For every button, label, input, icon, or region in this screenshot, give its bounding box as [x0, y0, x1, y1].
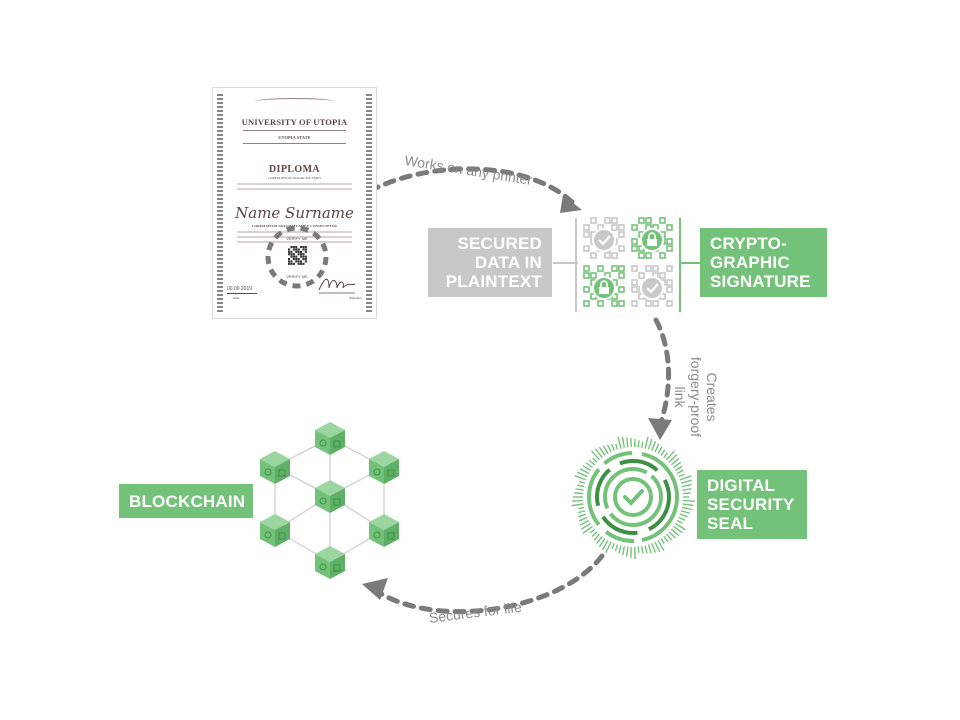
diploma-rule — [243, 130, 346, 131]
secured-data-label: SECURED DATA IN PLAINTEXT — [428, 228, 552, 297]
block-cube — [315, 480, 345, 513]
diploma-date-rule — [227, 293, 257, 294]
security-seal-graphic — [571, 436, 695, 559]
block-cube — [260, 451, 290, 484]
arrow-link — [653, 317, 672, 428]
diploma-border-right — [366, 94, 372, 312]
diploma-signature-caption: Signature — [349, 296, 362, 300]
arrow-link-head — [648, 418, 672, 440]
diploma-verify-bottom: VERIFY ME — [286, 274, 308, 279]
diploma-text-line — [237, 231, 352, 233]
block-cube — [260, 514, 290, 547]
block-cube — [315, 546, 345, 579]
check-icon — [623, 489, 644, 506]
diploma-rule-2 — [243, 143, 346, 144]
diploma-qr-seal: VERIFY ME VERIFY ME — [265, 225, 329, 289]
diploma-text-line — [237, 183, 352, 185]
signature-mark — [318, 278, 356, 294]
diploma-date-caption: Date — [233, 296, 240, 300]
block-cube — [369, 514, 399, 547]
diploma-state: UTOPIA STATE — [278, 135, 311, 140]
cryptographic-signature-label: CRYPTO- GRAPHIC SIGNATURE — [700, 228, 827, 297]
blockchain-label: BLOCKCHAIN — [119, 484, 253, 518]
diploma-text-line — [237, 188, 352, 190]
arrow-life — [375, 553, 605, 615]
qr-quadrant — [631, 217, 673, 259]
flow-label-link: Creates forgery-proof link — [672, 356, 720, 438]
qr-quadrant — [583, 217, 625, 259]
diploma-subtitle: LOREM IPSUM DOLOR SIT AMET — [267, 176, 322, 180]
diploma-name-subtitle: LOREM IPSUM DOLOR SIT AMET, CONSECTETUR — [252, 224, 337, 228]
block-cube — [369, 451, 399, 484]
qr-quadrant — [583, 265, 625, 307]
diploma-text-line — [237, 236, 352, 238]
check-icon — [640, 276, 664, 300]
diploma-text-line — [237, 241, 352, 243]
arrow-life-head — [362, 578, 388, 600]
arrow-printer-head — [560, 195, 582, 213]
diploma-document: UNIVERSITY OF UTOPIA UTOPIA STATE DIPLOM… — [213, 88, 376, 318]
diploma-date: 00.00.2019 — [227, 286, 253, 292]
check-icon — [592, 228, 616, 252]
digital-security-seal-label: DIGITAL SECURITY SEAL — [697, 470, 807, 539]
diploma-university: UNIVERSITY OF UTOPIA — [241, 117, 348, 127]
qr-quadrant — [631, 265, 673, 307]
diploma-title: DIPLOMA — [268, 164, 321, 175]
diploma-recipient-name: Name Surname — [235, 204, 354, 222]
diploma-border-left — [217, 94, 223, 312]
diploma-ornament-top — [255, 98, 334, 105]
diploma-verify-top: VERIFY ME — [286, 236, 308, 241]
block-cube — [315, 422, 345, 455]
qr-code-graphic — [583, 217, 673, 307]
blockchain-graphic — [260, 422, 399, 579]
